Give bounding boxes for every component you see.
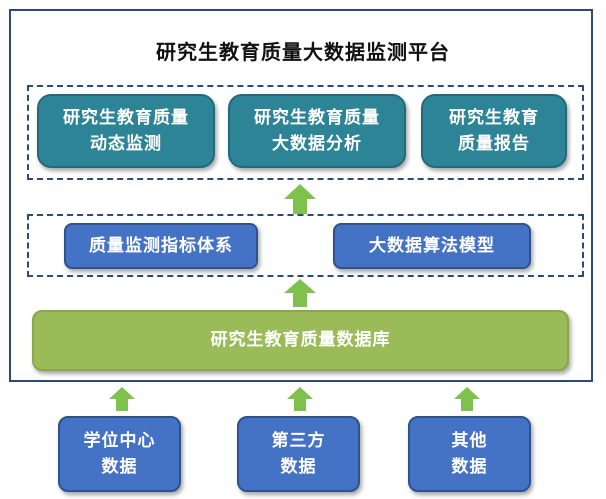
module-label: 质量监测指标体系 bbox=[89, 235, 233, 256]
module-label: 大数据算法模型 bbox=[369, 235, 495, 256]
platform-title: 研究生教育质量大数据监测平台 bbox=[156, 40, 450, 64]
big-data-algorithm-module[interactable]: 大数据算法模型 bbox=[333, 223, 531, 269]
quality-indicator-system-module[interactable]: 质量监测指标体系 bbox=[64, 223, 258, 269]
source-label-line2: 数据 bbox=[280, 457, 317, 477]
up-arrow-icon bbox=[284, 184, 316, 214]
other-data-source[interactable]: 其他 数据 bbox=[408, 416, 531, 492]
source-label-line1: 其他 bbox=[451, 430, 488, 451]
source-label-line1: 第三方 bbox=[271, 430, 326, 451]
platform-frame bbox=[9, 9, 593, 382]
dynamic-monitoring-module[interactable]: 研究生教育质量 动态监测 bbox=[37, 94, 215, 168]
module-label-line1: 研究生教育质量 bbox=[254, 107, 380, 128]
source-label-line2: 数据 bbox=[451, 457, 488, 477]
up-arrow-icon bbox=[109, 387, 135, 411]
module-label-line1: 研究生教育 bbox=[449, 107, 539, 128]
degree-center-data-source[interactable]: 学位中心 数据 bbox=[58, 416, 181, 492]
source-label-line1: 学位中心 bbox=[83, 430, 156, 451]
module-label-line1: 研究生教育质量 bbox=[63, 107, 189, 128]
analysis-group bbox=[27, 85, 584, 180]
big-data-analysis-module[interactable]: 研究生教育质量 大数据分析 bbox=[228, 94, 406, 168]
source-label-line2: 数据 bbox=[101, 457, 138, 477]
third-party-data-source[interactable]: 第三方 数据 bbox=[237, 416, 360, 492]
education-quality-database[interactable]: 研究生教育质量数据库 bbox=[32, 310, 569, 371]
up-arrow-icon bbox=[287, 387, 313, 411]
module-label-line2: 大数据分析 bbox=[272, 134, 362, 154]
module-label-line2: 质量报告 bbox=[458, 134, 530, 154]
database-label: 研究生教育质量数据库 bbox=[210, 330, 391, 351]
up-arrow-icon bbox=[454, 387, 480, 411]
up-arrow-icon bbox=[284, 279, 316, 307]
module-label-line2: 动态监测 bbox=[90, 134, 162, 154]
model-group bbox=[27, 214, 584, 277]
quality-report-module[interactable]: 研究生教育 质量报告 bbox=[421, 94, 567, 168]
